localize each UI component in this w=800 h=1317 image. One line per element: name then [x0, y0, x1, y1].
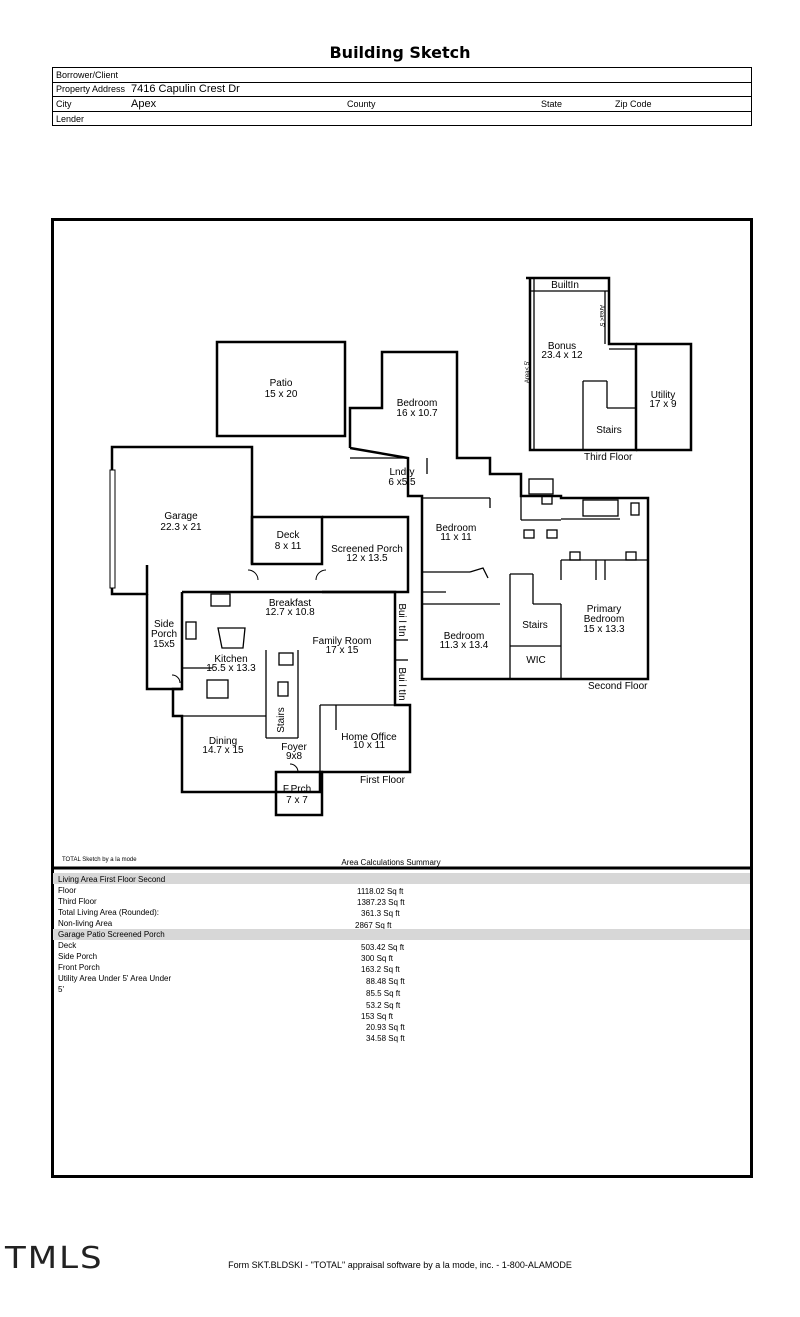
deck-outline	[250, 515, 324, 566]
property-value: 7416 Capulin Crest Dr	[131, 83, 240, 95]
non-living-label-3: Utility Area Under 5' Area Under	[58, 974, 172, 983]
builtin-b-label: Bui l tIn	[396, 667, 407, 700]
stairs-third-label: Stairs	[596, 425, 622, 436]
city-value: Apex	[131, 98, 157, 110]
borrower-label: Borrower/Client	[56, 70, 119, 80]
sketch-credit: TOTAL Sketch by a la mode	[62, 857, 137, 863]
living-area-header: Living Area First Floor Second	[58, 875, 166, 884]
sketch-frame	[51, 218, 753, 1178]
non-living-value-1: 300 Sq ft	[361, 954, 394, 963]
living-value-1: 1387.23 Sq ft	[357, 898, 405, 907]
zip-label: Zip Code	[615, 99, 652, 109]
living-value-0: 1118.02 Sq ft	[357, 887, 404, 896]
living-label-0: Floor	[58, 886, 77, 895]
living-area-bar	[53, 873, 750, 884]
tmls-logo: TMLS	[5, 1240, 104, 1276]
first-floor-outline	[171, 590, 412, 794]
living-value-2: 361.3 Sq ft	[361, 909, 400, 918]
front-porch-outline	[274, 770, 324, 817]
non-living-value-8: 34.58 Sq ft	[366, 1034, 405, 1043]
non-living-label-2: Front Porch	[58, 963, 100, 972]
living-label-2: Total Living Area (Rounded):	[58, 908, 159, 917]
property-label: Property Address	[56, 84, 126, 94]
non-living-value-7: 20.93 Sq ft	[366, 1023, 405, 1032]
state-label: State	[541, 99, 563, 109]
wic-label: WIC	[526, 655, 545, 666]
non-living-label-1: Side Porch	[58, 952, 98, 961]
area-under-b-label: Area< 5'	[598, 305, 604, 327]
built-in-label: BuiltIn	[551, 280, 579, 291]
living-label-3: Non-living Area	[58, 919, 113, 928]
page-title: Building Sketch	[329, 43, 471, 62]
city-label: City	[56, 99, 72, 109]
second-floor-label: Second Floor	[588, 681, 648, 692]
area-under-a-label: Area< 5'	[525, 361, 531, 383]
stairs-second-label: Stairs	[522, 620, 548, 631]
non-living-header: Garage Patio Screened Porch	[58, 930, 165, 939]
non-living-value-5: 53.2 Sq ft	[366, 1001, 401, 1010]
non-living-value-6: 153 Sq ft	[361, 1012, 394, 1021]
lender-row: Lender	[53, 112, 751, 126]
borrower-row: Borrower/Client	[53, 68, 751, 83]
non-living-label-0: Deck	[58, 941, 77, 950]
property-row: Property Address 7416 Capulin Crest Dr	[53, 82, 751, 97]
living-label-1: Third Floor	[58, 897, 97, 906]
living-value-3: 2867 Sq ft	[355, 921, 392, 930]
non-living-value-0: 503.42 Sq ft	[361, 943, 405, 952]
patio-outline	[215, 340, 347, 438]
city-row: City Apex County State Zip Code	[53, 97, 751, 112]
first-floor-label: First Floor	[360, 775, 406, 786]
county-label: County	[347, 99, 376, 109]
non-living-label-4: 5'	[58, 985, 64, 994]
utility-outline	[636, 342, 693, 452]
property-header-table: Borrower/Client Property Address 7416 Ca…	[52, 67, 752, 126]
stairs-first-label: Stairs	[276, 707, 287, 733]
third-floor-label: Third Floor	[584, 452, 633, 463]
non-living-bar	[53, 929, 750, 940]
side-porch-outline	[145, 594, 182, 691]
lender-label: Lender	[56, 114, 85, 124]
form-footer: Form SKT.BLDSKI - "TOTAL" appraisal soft…	[228, 1260, 572, 1270]
non-living-value-3: 88.48 Sq ft	[366, 977, 405, 986]
builtin-a-label: Bui l tIn	[396, 603, 407, 636]
non-living-value-2: 163.2 Sq ft	[361, 965, 400, 974]
non-living-value-4: 85.5 Sq ft	[366, 989, 401, 998]
garage-door	[109, 469, 116, 589]
summary-title: Area Calculations Summary	[341, 858, 440, 867]
